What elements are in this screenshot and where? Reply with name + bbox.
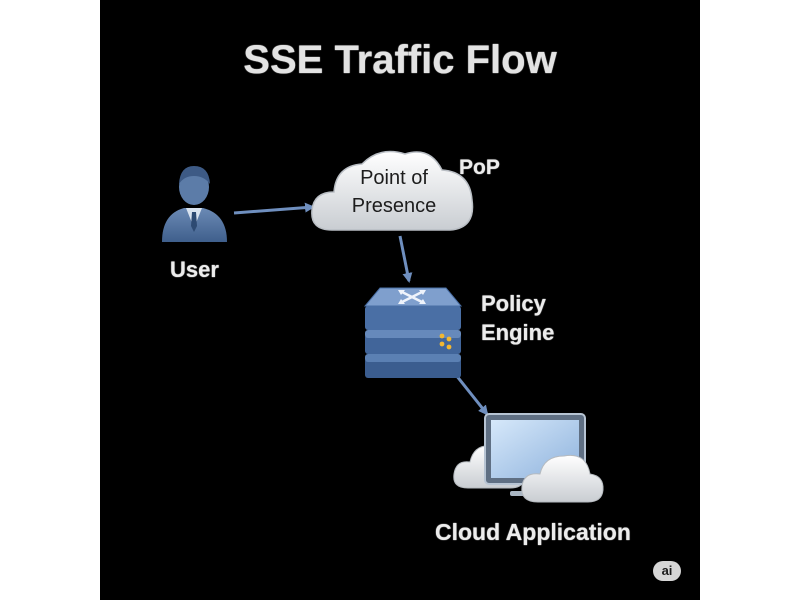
pop-text-line-1: Point of: [360, 167, 428, 189]
diagram-canvas: SSE Traffic Flow Point of Presence User …: [100, 0, 700, 600]
diagram-title: SSE Traffic Flow: [243, 38, 557, 82]
ai-badge: ai: [653, 561, 681, 581]
pop-cloud-icon: [311, 150, 474, 231]
network-switch-icon: [363, 287, 463, 378]
monitor-cloud-icon: [453, 413, 604, 503]
edge-pop-to-policy-engine: [398, 235, 413, 283]
user-label: User: [170, 257, 219, 282]
policy-engine-label-line-2: Engine: [481, 320, 555, 345]
diagram-graphics: [162, 150, 604, 503]
user-icon: [162, 166, 227, 242]
policy-engine-label-line-1: Policy: [481, 291, 546, 316]
edge-user-to-pop: [233, 202, 315, 215]
policy-engine-label: Policy Engine: [481, 289, 554, 347]
cloud-application-label: Cloud Application: [435, 519, 631, 545]
pop-text-line-2: Presence: [351, 195, 437, 217]
pop-node-text: Point of Presence: [328, 164, 460, 220]
pop-label: PoP: [459, 156, 500, 179]
